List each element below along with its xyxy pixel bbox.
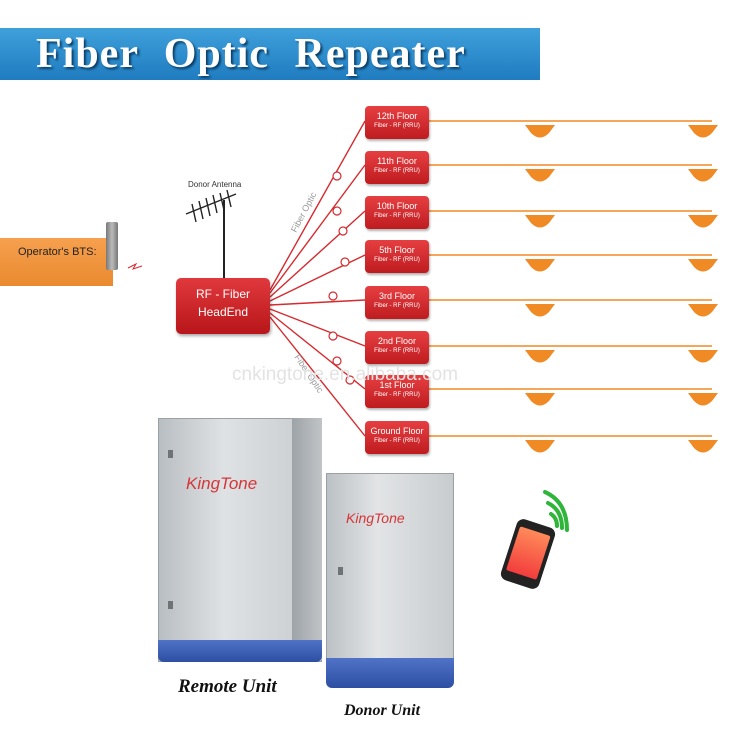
fiber-coil-icon (338, 226, 348, 236)
fiber-coils (328, 171, 355, 385)
signal-arrow-icon (127, 262, 143, 270)
feed-lines (429, 120, 712, 437)
floor-box-10th: 10th Floor Fiber - RF (RRU) (365, 196, 429, 229)
floor-box-1st: 1st Floor Fiber - RF (RRU) (365, 375, 429, 408)
headend-line1: RF - Fiber (196, 287, 250, 301)
floor-sub: Fiber - RF (RRU) (374, 168, 420, 174)
floor-sub: Fiber - RF (RRU) (374, 303, 420, 309)
donor-unit-hinge-icon (338, 567, 343, 575)
floor-box-ground: Ground Floor Fiber - RF (RRU) (365, 421, 429, 454)
ceiling-antenna-icon (525, 259, 555, 272)
remote-unit-base (158, 640, 322, 662)
remote-unit-hinge-icon (168, 450, 173, 458)
fiber-coil-icon (332, 356, 342, 366)
headend-line2: HeadEnd (197, 305, 249, 319)
ceiling-antenna-icon (688, 169, 718, 182)
ceiling-antenna-icon (688, 304, 718, 317)
fiber-coil-icon (332, 206, 342, 216)
ceiling-antenna-icon (525, 393, 555, 406)
floor-sub: Fiber - RF (RRU) (374, 213, 420, 219)
wifi-signal-icon (543, 490, 569, 532)
ceiling-antenna-icon (525, 440, 555, 453)
remote-unit-caption: Remote Unit (178, 676, 277, 697)
floor-sub: Fiber - RF (RRU) (374, 257, 420, 263)
donor-unit-cabinet (326, 473, 454, 663)
floor-name: Ground Floor (370, 426, 424, 436)
floor-sub: Fiber - RF (RRU) (374, 123, 420, 129)
floor-name: 2nd Floor (377, 336, 417, 346)
ceiling-antenna-icon (688, 393, 718, 406)
title-banner (0, 28, 540, 80)
bts-tower-icon (106, 222, 118, 270)
ceiling-antennas (525, 125, 718, 453)
remote-unit-cabinet-side (292, 418, 322, 660)
ceiling-antenna-icon (688, 215, 718, 228)
fiber-coil-icon (332, 171, 342, 181)
rf-fiber-headend: RF - Fiber HeadEnd (176, 278, 270, 334)
ceiling-antenna-icon (525, 169, 555, 182)
floor-sub: Fiber - RF (RRU) (374, 348, 420, 354)
floor-box-5th: 5th Floor Fiber - RF (RRU) (365, 240, 429, 273)
ceiling-antenna-icon (525, 350, 555, 363)
floor-name: 10th Floor (376, 201, 418, 211)
floor-box-12th: 12th Floor Fiber - RF (RRU) (365, 106, 429, 139)
donor-unit-caption: Donor Unit (344, 702, 421, 719)
remote-unit-brand: KingTone (186, 474, 258, 493)
donor-unit-brand: KingTone (346, 510, 405, 526)
fiber-coil-icon (340, 257, 350, 267)
ceiling-antenna-icon (688, 125, 718, 138)
floor-name: 11th Floor (377, 156, 417, 166)
floor-sub: Fiber - RF (RRU) (374, 392, 420, 398)
donor-antenna-label: Donor Antenna (188, 180, 242, 189)
ceiling-antenna-icon (525, 125, 555, 138)
watermark: cnkingtone.en.alibaba.com (232, 364, 459, 385)
fiber-coil-icon (345, 375, 355, 385)
floor-box-3rd: 3rd Floor Fiber - RF (RRU) (365, 286, 429, 319)
ceiling-antenna-icon (688, 259, 718, 272)
floor-name: 5th Floor (379, 245, 415, 255)
floor-name: 12th Floor (376, 111, 418, 121)
floor-name: 3rd Floor (378, 291, 415, 301)
donor-unit-base (326, 658, 454, 688)
ceiling-antenna-icon (688, 440, 718, 453)
bts-box (0, 238, 113, 286)
fiber-coil-icon (328, 331, 338, 341)
donor-antenna-icon (185, 189, 237, 278)
ceiling-antenna-icon (688, 350, 718, 363)
floor-box-11th: 11th Floor Fiber - RF (RRU) (365, 151, 429, 184)
bts-label: Operator's BTS: (18, 246, 97, 258)
ceiling-antenna-icon (525, 304, 555, 317)
fiber-coil-icon (328, 291, 338, 301)
floor-sub: Fiber - RF (RRU) (374, 438, 420, 444)
page-title: Fiber Optic Repeater (36, 31, 466, 77)
ceiling-antenna-icon (525, 215, 555, 228)
remote-unit-hinge-icon (168, 601, 173, 609)
floor-box-2nd: 2nd Floor Fiber - RF (RRU) (365, 331, 429, 364)
floor-name: 1st Floor (379, 380, 415, 390)
